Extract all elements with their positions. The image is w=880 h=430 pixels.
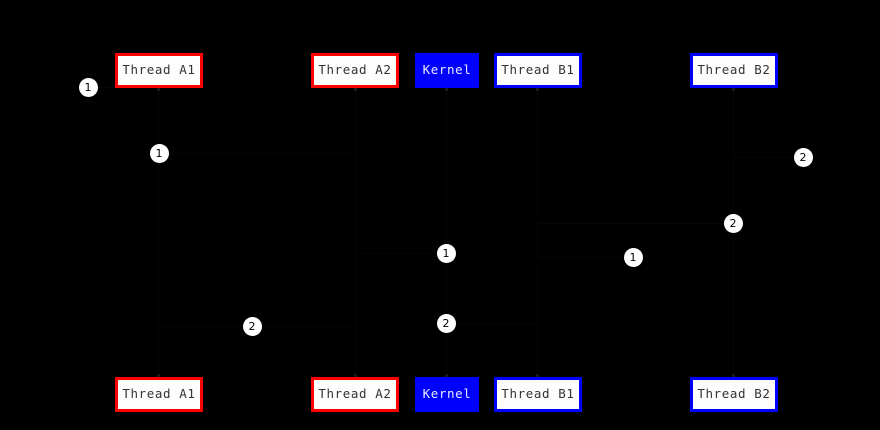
lifeline-stub-bottom-thread-b1 (536, 374, 539, 377)
lifeline-stub-top-kernel (445, 88, 448, 91)
lifeline-stub-bottom-thread-a2 (354, 374, 357, 377)
participant-label: Thread B2 (697, 386, 771, 402)
lifeline-stub-top-thread-a1 (157, 88, 160, 91)
step-badge-label: 2 (248, 319, 256, 333)
participant-label: Thread A2 (318, 62, 392, 78)
participant-label: Thread A2 (318, 386, 392, 402)
step-badge-badge-2-c[interactable]: 2 (242, 316, 262, 336)
message-arrow-msg-4 (537, 223, 733, 224)
message-arrow-msg-3 (733, 157, 803, 158)
participant-kernel-top[interactable]: Kernel (415, 53, 479, 88)
participant-label: Thread A1 (122, 386, 196, 402)
participant-thread-a2-bottom[interactable]: Thread A2 (311, 377, 399, 412)
lifeline-stub-bottom-kernel (445, 374, 448, 377)
step-badge-label: 1 (629, 250, 637, 264)
participant-label: Thread B1 (501, 386, 575, 402)
lifeline-thread-a1 (158, 88, 159, 377)
step-badge-label: 1 (442, 246, 450, 260)
message-arrow-msg-6 (537, 257, 633, 258)
lifeline-kernel (446, 88, 447, 377)
lifeline-thread-b2 (733, 88, 734, 377)
step-badge-badge-1-c[interactable]: 1 (436, 243, 456, 263)
message-arrow-msg-5 (355, 253, 446, 254)
step-badge-badge-1-d[interactable]: 1 (623, 247, 643, 267)
participant-label: Thread B2 (697, 62, 771, 78)
lifeline-thread-b1 (537, 88, 538, 377)
participant-thread-b2-top[interactable]: Thread B2 (690, 53, 778, 88)
message-arrow-msg-2 (158, 153, 355, 154)
participant-thread-a2-top[interactable]: Thread A2 (311, 53, 399, 88)
participant-label: Thread A1 (122, 62, 196, 78)
participant-label: Kernel (422, 62, 472, 78)
lifeline-thread-a2 (355, 88, 356, 377)
lifeline-stub-top-thread-a2 (354, 88, 357, 91)
participant-thread-b1-bottom[interactable]: Thread B1 (494, 377, 582, 412)
step-badge-badge-1-a[interactable]: 1 (78, 77, 98, 97)
lifeline-stub-bottom-thread-b2 (732, 374, 735, 377)
participant-thread-b2-bottom[interactable]: Thread B2 (690, 377, 778, 412)
step-badge-label: 2 (799, 150, 807, 164)
message-arrow-msg-8 (446, 323, 537, 324)
participant-thread-a1-top[interactable]: Thread A1 (115, 53, 203, 88)
participant-kernel-bottom[interactable]: Kernel (415, 377, 479, 412)
step-badge-badge-2-b[interactable]: 2 (723, 213, 743, 233)
step-badge-label: 1 (155, 146, 163, 160)
step-badge-label: 2 (729, 216, 737, 230)
participant-label: Thread B1 (501, 62, 575, 78)
lifeline-stub-bottom-thread-a1 (157, 374, 160, 377)
step-badge-badge-1-b[interactable]: 1 (149, 143, 169, 163)
lifeline-stub-top-thread-b2 (732, 88, 735, 91)
participant-thread-a1-bottom[interactable]: Thread A1 (115, 377, 203, 412)
lifeline-stub-top-thread-b1 (536, 88, 539, 91)
step-badge-label: 2 (442, 316, 450, 330)
step-badge-badge-2-d[interactable]: 2 (436, 313, 456, 333)
step-badge-badge-2-a[interactable]: 2 (793, 147, 813, 167)
step-badge-label: 1 (84, 80, 92, 94)
participant-thread-b1-top[interactable]: Thread B1 (494, 53, 582, 88)
participant-label: Kernel (422, 386, 472, 402)
